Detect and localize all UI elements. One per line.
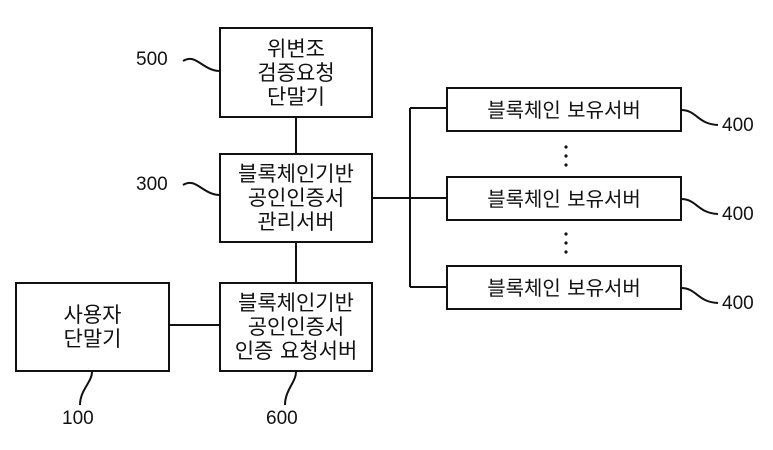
box-600-line-2: 공인인증서 xyxy=(247,315,345,339)
ref-label-400b: 400 xyxy=(722,204,754,225)
box-500-line-3: 단말기 xyxy=(267,84,325,109)
box-400-blockchain-holding-server: 블록체인 보유서버 xyxy=(446,265,682,310)
box-600-authentication-request-server: 블록체인기반 공인인증서 인증 요청서버 xyxy=(219,282,373,372)
ref-label-400a: 400 xyxy=(722,115,754,136)
box-500-line-1: 위변조 xyxy=(267,36,325,61)
ellipsis-dot xyxy=(564,250,568,254)
box-600-line-1: 블록체인기반 xyxy=(238,291,354,315)
ellipsis-dot xyxy=(564,232,568,236)
box-600-line-3: 인증 요청서버 xyxy=(234,339,358,363)
leader-400c xyxy=(680,287,719,304)
box-300-line-1: 블록체인기반 xyxy=(238,162,354,186)
box-100-user-terminal: 사용자 단말기 xyxy=(15,282,170,372)
box-100-line-1: 사용자 xyxy=(63,303,122,327)
leader-600 xyxy=(284,371,297,406)
ellipsis-dot xyxy=(564,163,568,167)
leader-300 xyxy=(182,182,220,196)
box-500-line-2: 검증요청 xyxy=(257,60,335,85)
ref-label-300: 300 xyxy=(136,174,168,195)
box-400a-label: 블록체인 보유서버 xyxy=(487,97,641,122)
ref-label-500: 500 xyxy=(136,49,168,70)
box-100-line-2: 단말기 xyxy=(63,327,122,351)
ellipsis-dot xyxy=(564,241,568,245)
box-300-line-3: 관리서버 xyxy=(257,210,335,234)
ellipsis-dot xyxy=(564,154,568,158)
leader-400b xyxy=(680,198,719,215)
leader-400a xyxy=(680,109,719,126)
ref-label-400c: 400 xyxy=(722,293,754,314)
box-400-blockchain-holding-server: 블록체인 보유서버 xyxy=(446,87,682,132)
box-400-blockchain-holding-server: 블록체인 보유서버 xyxy=(446,176,682,221)
leader-100 xyxy=(79,371,93,406)
box-400b-label: 블록체인 보유서버 xyxy=(487,186,641,211)
box-400c-label: 블록체인 보유서버 xyxy=(487,275,641,300)
ref-label-600: 600 xyxy=(266,408,298,429)
box-300-line-2: 공인인증서 xyxy=(247,186,345,210)
ref-label-100: 100 xyxy=(62,408,94,429)
box-300-certificate-management-server: 블록체인기반 공인인증서 관리서버 xyxy=(219,153,373,243)
leader-500 xyxy=(182,58,220,72)
ellipsis-dot xyxy=(564,145,568,149)
box-500-forgery-verification-terminal: 위변조 검증요청 단말기 xyxy=(219,27,373,118)
